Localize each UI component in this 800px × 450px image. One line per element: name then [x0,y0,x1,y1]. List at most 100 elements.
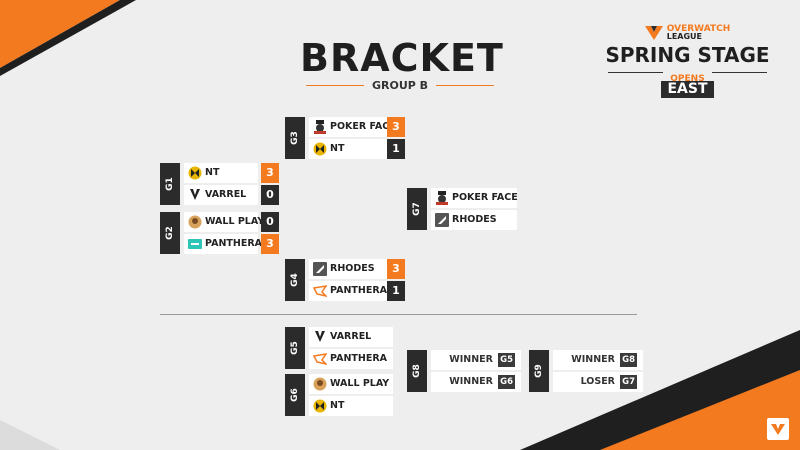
group-subtitle: GROUP B [371,79,429,92]
page-title: BRACKET [300,36,504,80]
panthera-logo-icon [188,239,202,249]
team-name: NT [330,143,345,154]
team-name: NT [205,167,220,178]
rhodes-logo-icon [435,213,449,227]
match-label: G4 [285,259,305,301]
match-label: G3 [285,117,305,159]
bracket-slot[interactable]: LOSER G7 [553,372,643,392]
nt-logo-icon [188,166,202,180]
team-name: WALL PLAY [205,216,265,227]
match-g8[interactable]: G8 WINNER G5 WINNER G6 [407,350,521,392]
team-name: POKER FACE [452,192,518,203]
team-name: PANTHERA [330,285,387,296]
region-badge: EAST [661,81,714,98]
opens-line-right [712,72,767,73]
slot-text: WINNER [449,376,493,387]
stage-title: SPRING STAGE [605,43,770,67]
team-row[interactable]: PANTHERA [309,281,405,301]
team-row[interactable]: VARREL [309,327,393,347]
match-label: G2 [160,212,180,254]
match-g5[interactable]: G5 VARREL PANTHERA [285,327,395,369]
rhodes-logo-icon [313,262,327,276]
bracket-slot[interactable]: WINNER G6 [431,372,521,392]
slot-text: WINNER [571,354,615,365]
team-row[interactable]: WALL PLAY [184,212,264,232]
team-score: 3 [261,163,279,183]
bracket-divider [160,314,637,315]
team-row[interactable]: RHODES [431,210,517,230]
nt-logo-icon [313,142,327,156]
slot-text: WINNER [449,354,493,365]
match-g4[interactable]: G4 RHODES 3 PANTHERA 1 [285,259,405,301]
match-label: G1 [160,163,180,205]
poker-face-logo-icon [436,191,448,205]
team-row[interactable]: PANTHERA [309,349,393,369]
team-name: WALL PLAY [330,378,390,389]
owl-mark-icon [644,26,663,40]
slot-game-badge: G8 [620,353,637,367]
team-score: 0 [261,185,279,205]
team-row[interactable]: POKER FACE [309,117,405,137]
team-name: VARREL [205,189,247,200]
match-g9[interactable]: G9 WINNER G8 LOSER G7 [529,350,643,392]
wall-play-logo-icon [188,215,202,229]
match-g2[interactable]: G2 WALL PLAY 0 PANTHERA 3 [160,212,280,254]
panthera-logo-icon [313,285,327,297]
match-label: G8 [407,350,427,392]
team-name: POKER FACE [330,121,396,132]
team-name: VARREL [330,331,372,342]
wall-play-logo-icon [313,377,327,391]
bracket-slot[interactable]: WINNER G5 [431,350,521,370]
match-label: G6 [285,374,305,416]
owl-mark-icon [771,424,785,435]
team-row[interactable]: WALL PLAY [309,374,393,394]
team-score: 3 [387,117,405,137]
match-label: G5 [285,327,305,369]
slot-game-badge: G7 [620,375,637,389]
team-row[interactable]: RHODES [309,259,405,279]
panthera-logo-icon [313,353,327,365]
team-name: RHODES [330,263,375,274]
team-row[interactable]: POKER FACE [431,188,518,208]
league-top-text: OVERWATCH [666,24,731,34]
match-g1[interactable]: G1 NT 3 VARREL 0 [160,163,280,205]
team-name: PANTHERA [330,353,387,364]
team-score: 1 [387,139,405,159]
team-name: NT [330,400,345,411]
team-row[interactable]: VARREL [184,185,258,205]
bracket-slot[interactable]: WINNER G8 [553,350,643,370]
subtitle-line-left [306,85,364,86]
team-row[interactable]: NT [309,139,405,159]
varrel-logo-icon [190,189,200,200]
slot-game-badge: G5 [498,353,515,367]
match-g7[interactable]: G7 POKER FACE RHODES [407,188,518,230]
slot-text: LOSER [580,376,615,387]
poker-face-logo-icon [314,120,326,134]
team-name: RHODES [452,214,497,225]
team-name: PANTHERA [205,238,262,249]
match-label: G9 [529,350,549,392]
team-row[interactable]: PANTHERA [184,234,262,254]
league-bottom-text: LEAGUE [666,32,703,41]
match-g6[interactable]: G6 WALL PLAY NT [285,374,395,416]
opens-line-left [608,72,663,73]
team-score: 1 [387,281,405,301]
match-g3[interactable]: G3 POKER FACE 3 NT 1 [285,117,405,159]
nt-logo-icon [313,399,327,413]
team-score: 3 [261,234,279,254]
team-score: 0 [261,212,279,232]
team-score: 3 [387,259,405,279]
varrel-logo-icon [315,331,325,342]
opens-row: OPENS [600,66,775,84]
corner-league-logo [767,418,789,440]
match-label: G7 [407,188,427,230]
team-row[interactable]: NT [309,396,393,416]
team-row[interactable]: NT [184,163,258,183]
slot-game-badge: G6 [498,375,515,389]
subtitle-row: GROUP B [300,79,500,93]
opens-label: OPENS [670,74,705,84]
subtitle-line-right [436,85,494,86]
